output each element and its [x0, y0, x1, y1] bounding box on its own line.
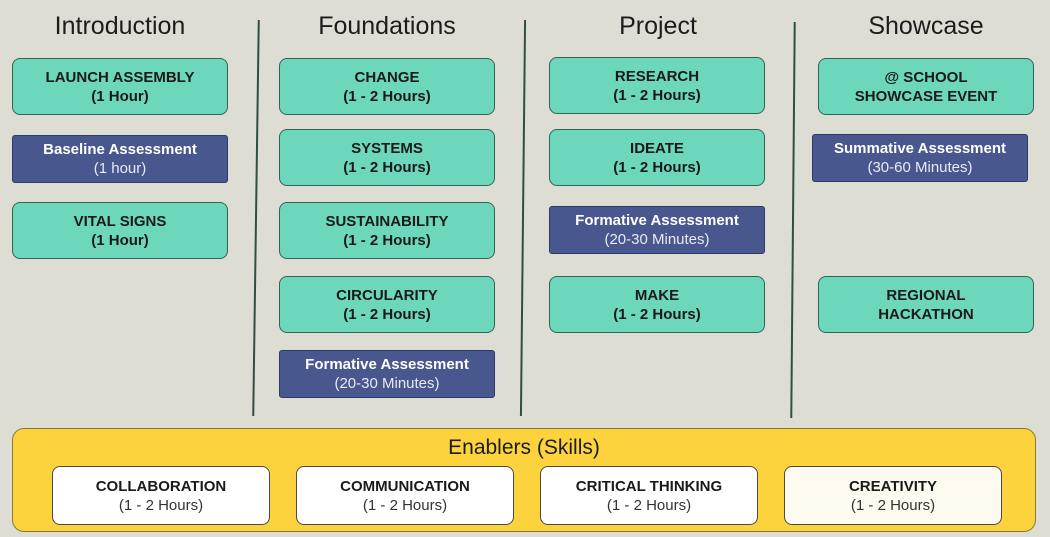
project-formative-assessment-box: Formative Assessment (20-30 Minutes) — [549, 206, 765, 254]
skill-creativity: CREATIVITY (1 - 2 Hours) — [784, 466, 1002, 525]
sustainability-label: SUSTAINABILITY — [325, 212, 449, 230]
formative-assessment-label: Formative Assessment — [575, 212, 739, 229]
column-title-project: Project — [619, 12, 697, 40]
ideate-label: IDEATE — [630, 139, 684, 157]
enablers-panel: Enablers (Skills) COLLABORATION (1 - 2 H… — [12, 428, 1036, 532]
ideate-duration: (1 - 2 Hours) — [613, 158, 701, 176]
skill-critical-thinking: CRITICAL THINKING (1 - 2 Hours) — [540, 466, 758, 525]
regional-hackathon-box: REGIONAL HACKATHON — [818, 276, 1034, 333]
vital-signs-label: VITAL SIGNS — [73, 212, 167, 230]
vital-signs-box: VITAL SIGNS (1 Hour) — [12, 202, 228, 259]
circularity-duration: (1 - 2 Hours) — [343, 305, 431, 323]
formative-assessment-duration: (20-30 Minutes) — [604, 231, 710, 248]
column-divider — [519, 20, 527, 416]
regional-hackathon-line2: HACKATHON — [878, 305, 974, 323]
skill-duration: (1 - 2 Hours) — [118, 496, 204, 514]
launch-assembly-label: LAUNCH ASSEMBLY — [45, 68, 195, 86]
circularity-box: CIRCULARITY (1 - 2 Hours) — [279, 276, 495, 333]
foundations-formative-assessment-box: Formative Assessment (20-30 Minutes) — [279, 350, 495, 398]
skill-name: COLLABORATION — [95, 477, 227, 495]
column-divider — [252, 20, 260, 416]
systems-box: SYSTEMS (1 - 2 Hours) — [279, 129, 495, 186]
sustainability-duration: (1 - 2 Hours) — [343, 231, 431, 249]
skill-name: COMMUNICATION — [340, 477, 470, 495]
launch-assembly-box: LAUNCH ASSEMBLY (1 Hour) — [12, 58, 228, 115]
formative-assessment-label: Formative Assessment — [305, 356, 469, 373]
make-duration: (1 - 2 Hours) — [613, 305, 701, 323]
baseline-assessment-duration: (1 hour) — [93, 160, 147, 177]
column-title-introduction: Introduction — [54, 12, 186, 40]
formative-assessment-duration: (20-30 Minutes) — [334, 375, 440, 392]
skill-duration: (1 - 2 Hours) — [850, 496, 936, 514]
skill-duration: (1 - 2 Hours) — [362, 496, 448, 514]
skill-name: CREATIVITY — [848, 477, 938, 495]
school-showcase-line2: SHOWCASE EVENT — [854, 87, 998, 105]
research-duration: (1 - 2 Hours) — [613, 86, 701, 104]
skill-duration: (1 - 2 Hours) — [606, 496, 692, 514]
enablers-title: Enablers (Skills) — [448, 436, 600, 459]
research-box: RESEARCH (1 - 2 Hours) — [549, 57, 765, 114]
column-divider — [790, 21, 796, 419]
summative-assessment-duration: (30-60 Minutes) — [867, 159, 973, 176]
column-title-showcase: Showcase — [868, 12, 984, 40]
change-label: CHANGE — [354, 68, 420, 86]
summative-assessment-box: Summative Assessment (30-60 Minutes) — [812, 134, 1028, 182]
launch-assembly-duration: (1 Hour) — [91, 87, 149, 105]
skill-collaboration: COLLABORATION (1 - 2 Hours) — [52, 466, 270, 525]
ideate-box: IDEATE (1 - 2 Hours) — [549, 129, 765, 186]
vital-signs-duration: (1 Hour) — [91, 231, 149, 249]
school-showcase-line1: @ SCHOOL — [884, 68, 968, 86]
make-label: MAKE — [634, 286, 680, 304]
column-title-foundations: Foundations — [318, 12, 456, 40]
regional-hackathon-line1: REGIONAL — [886, 286, 966, 304]
skill-communication: COMMUNICATION (1 - 2 Hours) — [296, 466, 514, 525]
research-label: RESEARCH — [614, 67, 700, 85]
change-duration: (1 - 2 Hours) — [343, 87, 431, 105]
baseline-assessment-box: Baseline Assessment (1 hour) — [12, 135, 228, 183]
circularity-label: CIRCULARITY — [336, 286, 438, 304]
systems-duration: (1 - 2 Hours) — [343, 158, 431, 176]
skill-name: CRITICAL THINKING — [575, 477, 723, 495]
systems-label: SYSTEMS — [351, 139, 423, 157]
change-box: CHANGE (1 - 2 Hours) — [279, 58, 495, 115]
school-showcase-box: @ SCHOOL SHOWCASE EVENT — [818, 58, 1034, 115]
sustainability-box: SUSTAINABILITY (1 - 2 Hours) — [279, 202, 495, 259]
make-box: MAKE (1 - 2 Hours) — [549, 276, 765, 333]
baseline-assessment-label: Baseline Assessment — [43, 141, 197, 158]
summative-assessment-label: Summative Assessment — [833, 140, 1007, 157]
